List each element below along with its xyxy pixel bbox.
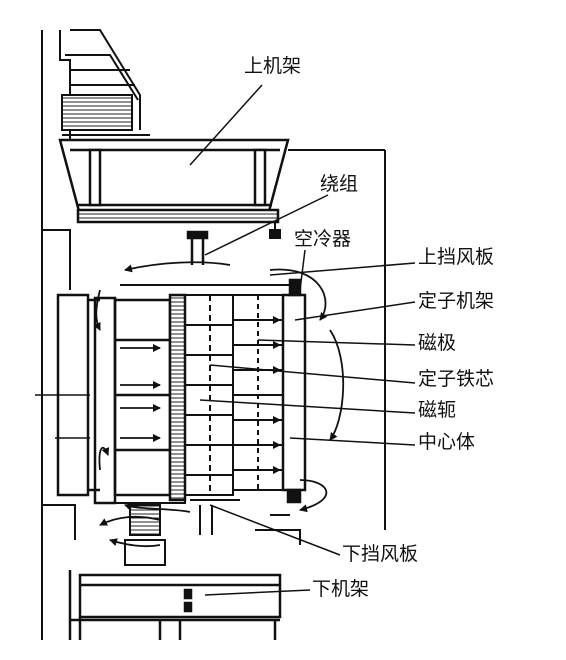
label-stator-frame: 定子机架 [418, 290, 495, 312]
airflow-arrows [93, 261, 345, 548]
label-air-cooler: 空冷器 [294, 228, 352, 250]
leader-lines [189, 84, 416, 596]
stator-frame [281, 278, 307, 504]
upper-frame [58, 138, 290, 224]
upper-baffle-plate [120, 222, 290, 286]
label-magnetic-pole: 磁极 [418, 332, 457, 354]
label-center-body: 中心体 [418, 431, 476, 453]
label-stator-core: 定子铁芯 [418, 368, 495, 390]
stator-core-block [232, 294, 284, 491]
center-body [113, 293, 187, 502]
label-winding: 绕组 [320, 173, 359, 195]
winding-terminals [186, 230, 209, 265]
label-upper-frame: 上机架 [244, 55, 302, 77]
upper-structure [61, 29, 150, 136]
label-rotor-yoke: 磁轭 [418, 399, 457, 421]
housing-walls [41, 30, 386, 640]
lower-frame [68, 570, 282, 640]
label-upper-baffle: 上挡风板 [418, 246, 495, 268]
lower-structure [95, 495, 290, 566]
rotor-left-column [56, 293, 117, 505]
label-lower-frame: 下机架 [312, 578, 370, 600]
label-lower-baffle: 下挡风板 [342, 543, 419, 565]
rotor-yoke-and-poles [184, 294, 234, 496]
